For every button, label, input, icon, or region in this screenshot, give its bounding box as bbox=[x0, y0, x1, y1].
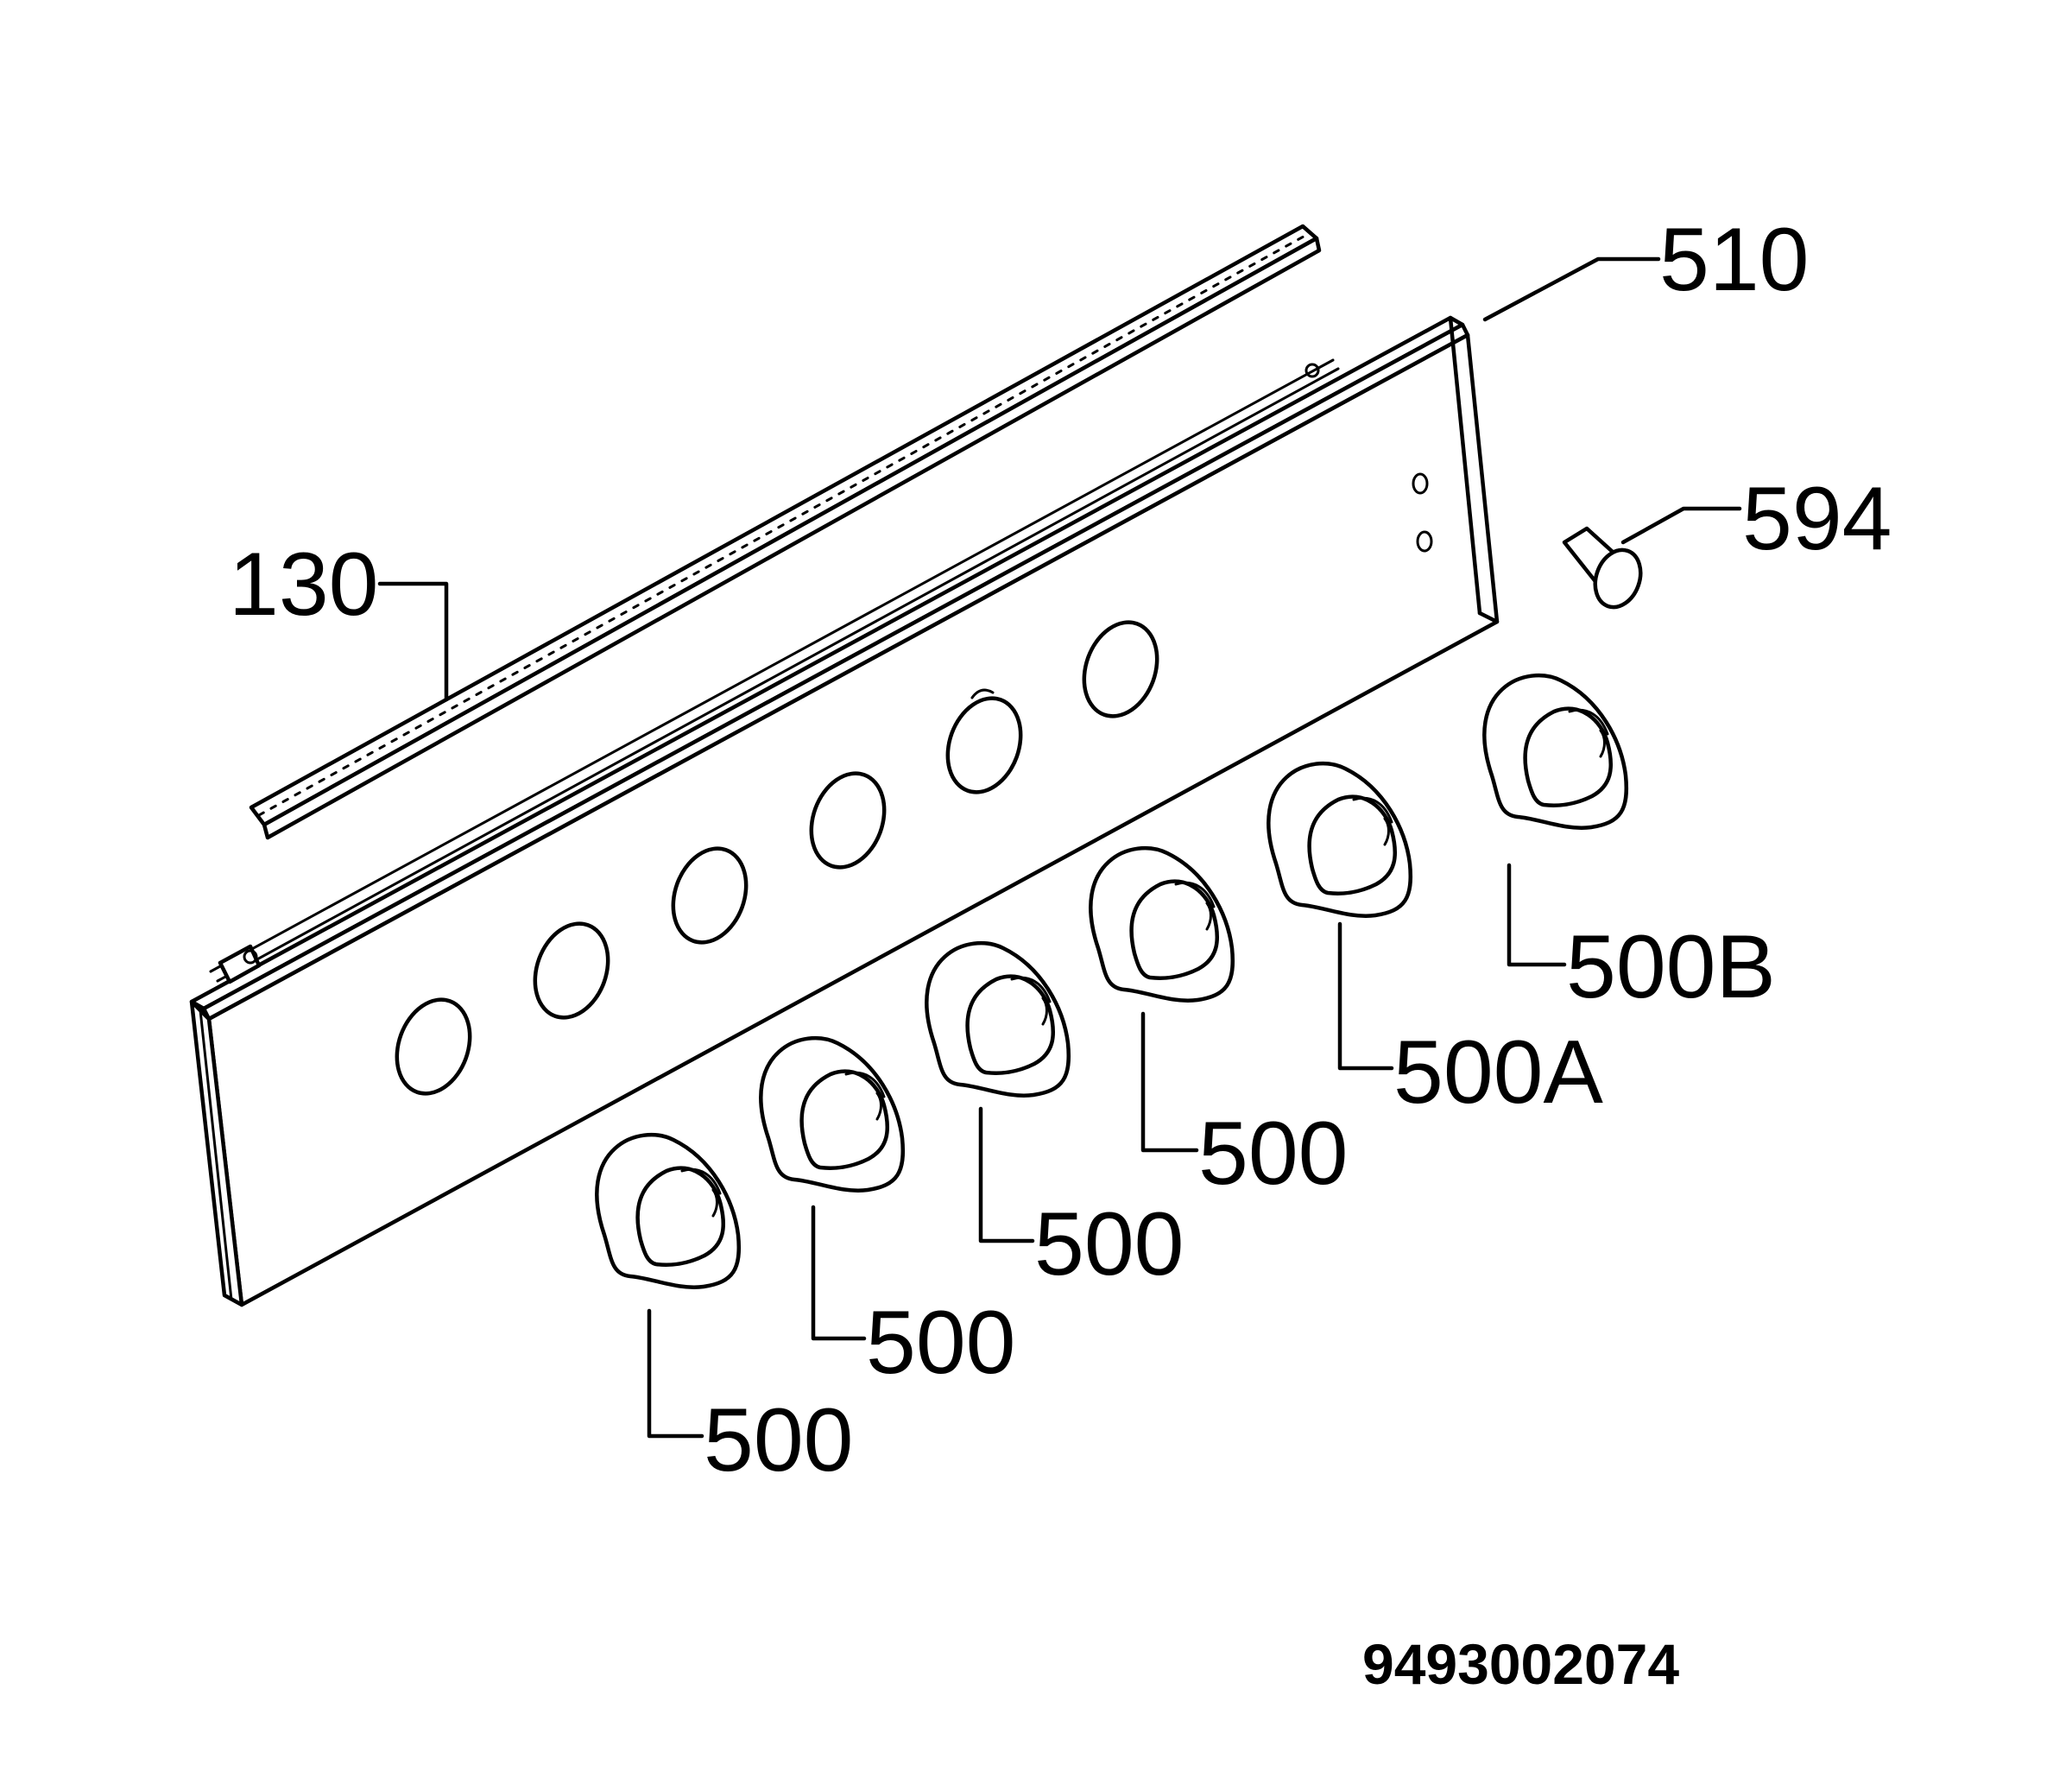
leader-knob-4 bbox=[1140, 1011, 1199, 1153]
indicator-lamp-594 bbox=[1562, 526, 1643, 610]
control-panel-510 bbox=[189, 315, 1500, 1307]
leader-lines bbox=[377, 256, 1742, 1439]
control-knob-500a bbox=[1267, 761, 1413, 918]
leader-594 bbox=[1620, 506, 1742, 545]
callout-500a: 500A bbox=[1393, 1022, 1604, 1123]
callout-500b: 500B bbox=[1566, 917, 1776, 1017]
callout-500-knob-4: 500 bbox=[1198, 1104, 1349, 1204]
leader-knob-2 bbox=[811, 1205, 867, 1341]
leader-knob-500a bbox=[1337, 921, 1394, 1071]
control-knob-500-3 bbox=[925, 940, 1071, 1098]
leader-510 bbox=[1482, 256, 1661, 322]
control-knob-500-1 bbox=[595, 1132, 742, 1289]
callout-594: 594 bbox=[1742, 469, 1892, 569]
callout-500-knob-1: 500 bbox=[704, 1390, 854, 1490]
callout-510: 510 bbox=[1659, 210, 1810, 310]
drawing-code: 9493002074 bbox=[1362, 1632, 1679, 1696]
callout-500-knob-3: 500 bbox=[1034, 1194, 1184, 1294]
callout-500-knob-2: 500 bbox=[866, 1293, 1016, 1393]
control-knob-500b bbox=[1482, 673, 1629, 830]
leader-knob-500b bbox=[1507, 863, 1567, 967]
leader-130 bbox=[377, 581, 449, 702]
control-knob-500-4 bbox=[1089, 845, 1235, 1003]
gasket-strip-130 bbox=[249, 224, 1322, 840]
callout-130: 130 bbox=[229, 535, 379, 635]
leader-knob-3 bbox=[978, 1106, 1035, 1243]
leader-knob-1 bbox=[647, 1308, 704, 1439]
control-knob-500-2 bbox=[759, 1035, 906, 1193]
